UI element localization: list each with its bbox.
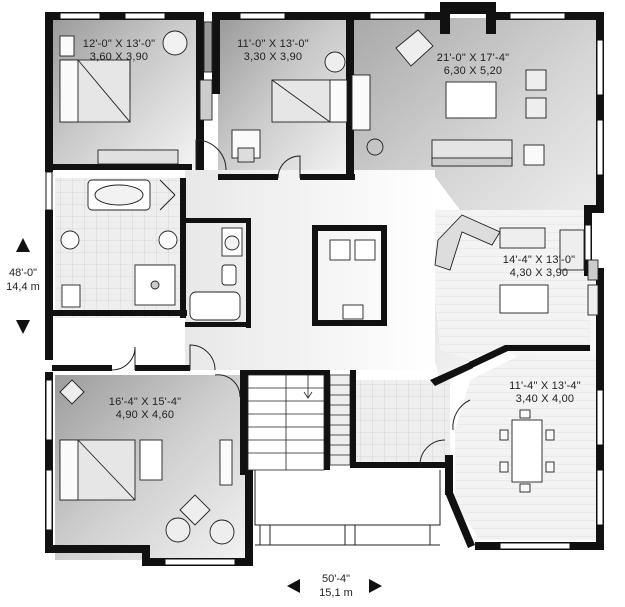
overall-width-imperial: 50'-4" xyxy=(321,573,351,585)
bedroom-n-label: 11'-0" X 13'-0" 3,30 X 3,90 xyxy=(230,38,316,64)
windows xyxy=(45,12,604,566)
master-metric: 4,90 X 4,60 xyxy=(115,409,175,421)
stairs xyxy=(247,374,351,471)
overall-width-metric: 15,1 m xyxy=(319,587,353,599)
living-label: 21'-0" X 17'-4" 6,30 X 5,20 xyxy=(428,52,518,78)
arrow-down-icon xyxy=(16,320,30,334)
front-porch xyxy=(254,470,441,546)
arrow-up-icon xyxy=(16,238,30,252)
kitchen-metric: 4,30 X 3,90 xyxy=(509,267,569,279)
master-imperial: 16'-4" X 15'-4" xyxy=(108,396,182,408)
dimension-arrows xyxy=(16,238,382,593)
dining-label: 11'-4" X 13'-4" 3,40 X 4,00 xyxy=(500,380,590,406)
master-label: 16'-4" X 15'-4" 4,90 X 4,60 xyxy=(100,396,190,422)
doors xyxy=(111,139,471,466)
overall-depth-imperial: 48'-0" xyxy=(8,267,38,279)
dining-metric: 3,40 X 4,00 xyxy=(515,393,575,405)
bedroom-nw-metric: 3,60 X 3,90 xyxy=(89,51,149,63)
overall-width-label: 50'-4" 15,1 m xyxy=(308,572,364,600)
bedroom-n-imperial: 11'-0" X 13'-0" xyxy=(237,38,309,50)
living-imperial: 21'-0" X 17'-4" xyxy=(436,52,510,64)
dining-imperial: 11'-4" X 13'-4" xyxy=(509,380,581,392)
arrow-left-icon xyxy=(287,579,300,593)
bedroom-nw-label: 12'-0" X 13'-0" 3,60 X 3,90 xyxy=(76,38,162,64)
living-metric: 6,30 X 5,20 xyxy=(443,65,503,77)
bedroom-nw-imperial: 12'-0" X 13'-0" xyxy=(82,38,156,50)
kitchen-label: 14'-4" X 13'-0" 4,30 X 3,90 xyxy=(494,254,584,280)
furniture xyxy=(59,21,599,545)
overall-depth-label: 48'-0" 14,4 m xyxy=(0,266,46,294)
bedroom-n-metric: 3,30 X 3,90 xyxy=(243,51,303,63)
overall-depth-metric: 14,4 m xyxy=(6,281,40,293)
arrow-right-icon xyxy=(369,579,382,593)
kitchen-imperial: 14'-4" X 13'-0" xyxy=(502,254,576,266)
